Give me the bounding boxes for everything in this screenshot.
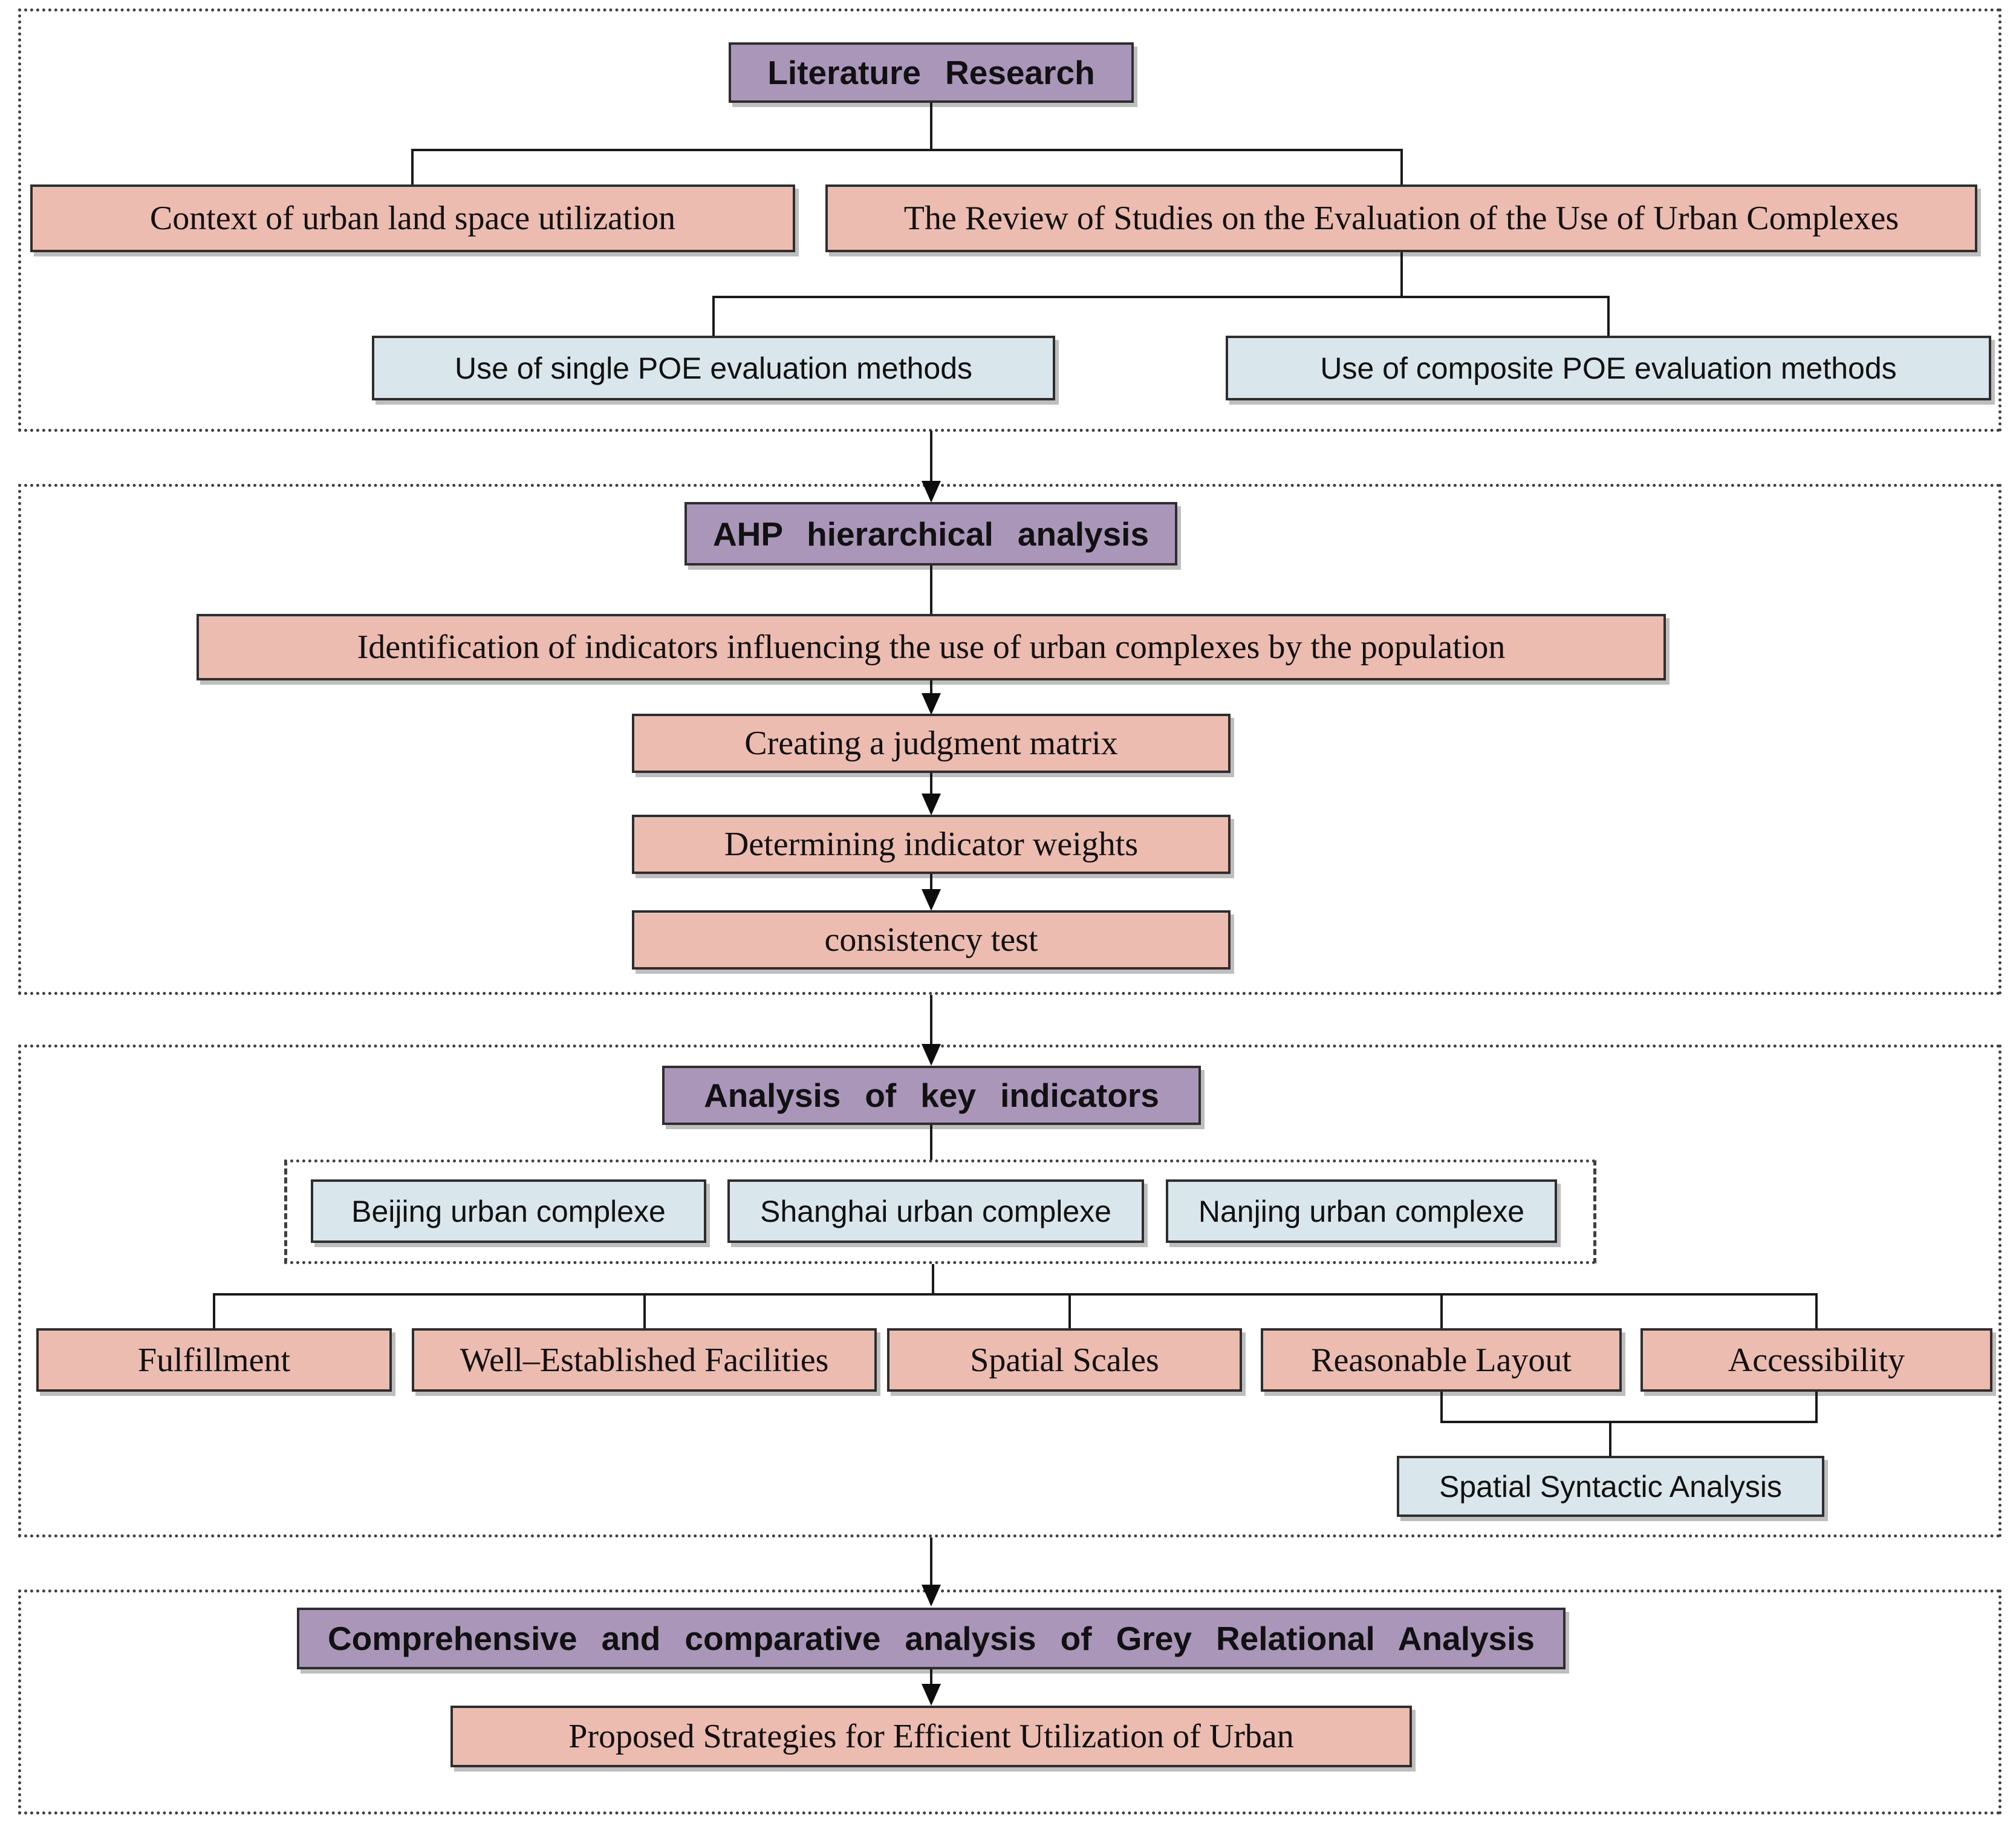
connector-line (930, 431, 932, 484)
analysis-header-box: Analysis of key indicators (662, 1066, 1201, 1125)
connector-line (712, 296, 1610, 298)
consistency-test-label: consistency test (824, 921, 1038, 959)
shanghai-label: Shanghai urban complexe (760, 1194, 1111, 1228)
section-grey-frame (18, 1589, 2001, 1814)
connector-line (643, 1293, 646, 1328)
shanghai-box: Shanghai urban complexe (727, 1179, 1144, 1243)
arrow-head (922, 794, 941, 815)
ahp-header-box: AHP hierarchical analysis (684, 502, 1177, 566)
connector-line (930, 566, 932, 614)
connector-line (1607, 296, 1610, 337)
single-poe-label: Use of single POE evaluation methods (454, 351, 973, 385)
section-ahp-frame (18, 484, 2001, 995)
arrow-head (922, 1044, 941, 1066)
connector-line (930, 103, 932, 150)
section-literature-frame (18, 8, 2001, 432)
connector-line (411, 149, 1403, 151)
proposed-strategies-label: Proposed Strategies for Efficient Utiliz… (568, 1718, 1294, 1755)
connector-line (213, 1293, 1818, 1296)
arrow-head (922, 1585, 941, 1606)
reasonable-layout-label: Reasonable Layout (1311, 1341, 1572, 1379)
connector-line (712, 296, 715, 337)
connector-line (1400, 252, 1403, 297)
connector-line (1440, 1392, 1443, 1423)
spatial-syntactic-label: Spatial Syntactic Analysis (1439, 1469, 1782, 1504)
connector-line (932, 1264, 934, 1296)
connector-line (930, 1537, 932, 1587)
reasonable-layout-box: Reasonable Layout (1261, 1328, 1622, 1392)
spatial-scales-box: Spatial Scales (887, 1328, 1242, 1392)
single-poe-box: Use of single POE evaluation methods (372, 336, 1055, 400)
indicator-weights-box: Determining indicator weights (632, 815, 1231, 874)
grey-relational-header-box: Comprehensive and comparative analysis o… (297, 1608, 1566, 1669)
nanjing-label: Nanjing urban complexe (1198, 1194, 1525, 1228)
cities-container (284, 1159, 1596, 1264)
composite-poe-box: Use of composite POE evaluation methods (1226, 336, 1991, 400)
review-box: The Review of Studies on the Evaluation … (825, 184, 1977, 252)
spatial-syntactic-box: Spatial Syntactic Analysis (1397, 1456, 1824, 1517)
indicator-weights-label: Determining indicator weights (724, 826, 1139, 863)
section-key-indicators-frame (18, 1045, 2001, 1537)
literature-research-label: Literature Research (767, 54, 1095, 91)
proposed-strategies-box: Proposed Strategies for Efficient Utiliz… (450, 1706, 1412, 1767)
connector-line (930, 1125, 932, 1160)
judgment-matrix-box: Creating a judgment matrix (632, 714, 1231, 773)
connector-line (930, 680, 932, 697)
nanjing-box: Nanjing urban complexe (1166, 1179, 1557, 1243)
connector-line (1068, 1293, 1071, 1328)
connector-line (1400, 149, 1403, 186)
composite-poe-label: Use of composite POE evaluation methods (1320, 351, 1897, 385)
fulfillment-box: Fulfillment (36, 1328, 392, 1392)
literature-research-header-box: Literature Research (729, 42, 1134, 103)
identification-box: Identification of indicators influencing… (197, 614, 1666, 680)
connector-line (213, 1293, 215, 1328)
arrow-head (922, 481, 941, 503)
spatial-scales-label: Spatial Scales (970, 1341, 1159, 1379)
connector-line (1440, 1293, 1443, 1328)
review-label: The Review of Studies on the Evaluation … (903, 200, 1899, 237)
connector-line (1815, 1293, 1818, 1328)
context-label: Context of urban land space utilization (149, 200, 676, 237)
beijing-box: Beijing urban complexe (311, 1179, 706, 1243)
context-box: Context of urban land space utilization (30, 184, 795, 252)
connector-line (411, 149, 414, 186)
connector-line (1815, 1392, 1818, 1423)
connector-line (930, 874, 932, 893)
arrow-head (922, 693, 941, 715)
accessibility-box: Accessibility (1640, 1328, 1992, 1392)
well-established-label: Well–Established Facilities (460, 1341, 829, 1379)
connector-line (930, 773, 932, 797)
well-established-box: Well–Established Facilities (412, 1328, 877, 1392)
fulfillment-label: Fulfillment (138, 1341, 290, 1379)
judgment-matrix-label: Creating a judgment matrix (744, 725, 1118, 762)
connector-line (930, 995, 932, 1046)
ahp-header-label: AHP hierarchical analysis (712, 515, 1149, 553)
grey-relational-label: Comprehensive and comparative analysis o… (327, 1620, 1535, 1657)
consistency-test-box: consistency test (632, 910, 1231, 970)
identification-label: Identification of indicators influencing… (357, 628, 1506, 666)
arrow-head (922, 889, 941, 911)
connector-line (930, 1669, 932, 1687)
arrow-head (922, 1684, 941, 1706)
accessibility-label: Accessibility (1728, 1341, 1905, 1379)
beijing-label: Beijing urban complexe (351, 1194, 666, 1228)
connector-line (1609, 1421, 1611, 1456)
connector-line (1440, 1421, 1818, 1423)
analysis-header-label: Analysis of key indicators (704, 1077, 1159, 1114)
